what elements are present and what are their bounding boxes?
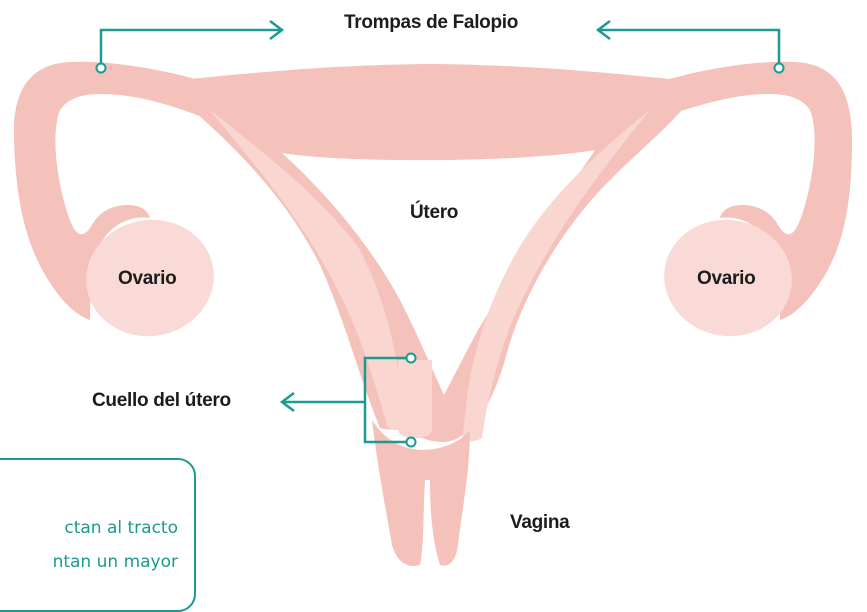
uterus-label: Útero xyxy=(410,202,458,224)
ovary-left-label: Ovario xyxy=(118,268,176,290)
fallopian-right-marker xyxy=(775,64,784,73)
ovary-right-label: Ovario xyxy=(697,268,755,290)
cervix-label: Cuello del útero xyxy=(92,390,231,412)
fallopian-tubes-label: Trompas de Falopio xyxy=(344,12,518,34)
cervix-marker-top xyxy=(407,354,416,363)
cervix-shape xyxy=(398,360,432,438)
fallopian-right-leader xyxy=(598,21,779,66)
fallopian-left-leader xyxy=(101,21,282,66)
note-line-2: ntan un mayor xyxy=(53,552,178,572)
cervix-marker-bottom xyxy=(407,438,416,447)
fallopian-left-marker xyxy=(97,64,106,73)
note-callout-box: ctan al tracto ntan un mayor xyxy=(0,458,196,612)
vagina-label: Vagina xyxy=(510,512,569,534)
note-line-1: ctan al tracto xyxy=(64,518,178,538)
